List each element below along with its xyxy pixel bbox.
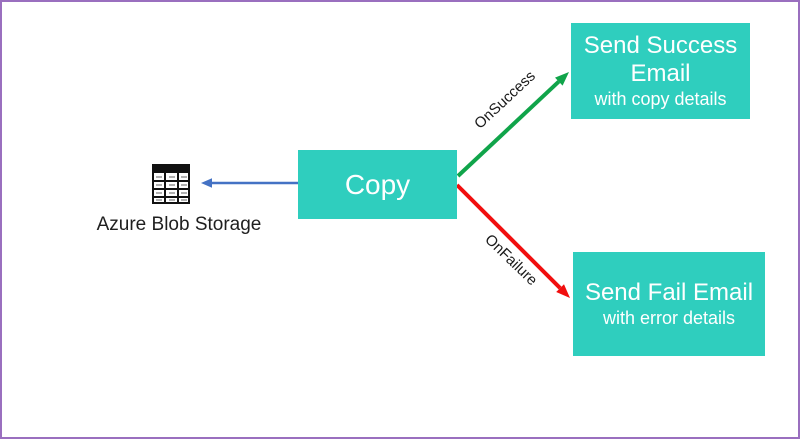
success-node-title-line1: Send Success bbox=[583, 31, 738, 59]
success-node-detail: with copy details bbox=[594, 88, 727, 109]
on-failure-edge-label: OnFailure bbox=[481, 231, 541, 289]
send-success-email-node: Send Success Email with copy details bbox=[571, 23, 750, 119]
on-success-edge-label: OnSuccess bbox=[471, 67, 539, 133]
table-storage-icon bbox=[152, 164, 190, 204]
storage-node-label: Azure Blob Storage bbox=[96, 214, 262, 235]
on-success-arrowhead-icon bbox=[555, 72, 569, 86]
copy-activity-node: Copy bbox=[298, 150, 457, 219]
copy-to-storage-arrowhead-icon bbox=[201, 178, 212, 188]
success-node-title-line2: Email bbox=[630, 59, 691, 87]
copy-activity-label: Copy bbox=[344, 168, 411, 200]
fail-node-title: Send Fail Email bbox=[584, 278, 754, 306]
on-failure-arrowhead-icon bbox=[556, 284, 570, 298]
on-failure-arrow-line bbox=[455, 183, 562, 290]
on-failure-arrow bbox=[455, 183, 570, 298]
send-fail-email-node: Send Fail Email with error details bbox=[573, 252, 765, 356]
fail-node-detail: with error details bbox=[602, 307, 736, 328]
copy-to-storage-arrow bbox=[201, 178, 298, 188]
